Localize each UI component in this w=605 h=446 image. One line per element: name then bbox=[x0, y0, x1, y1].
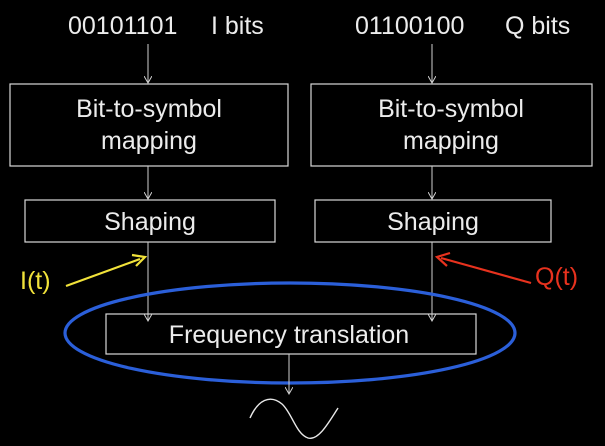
shaping-box-right bbox=[314, 199, 552, 243]
shaping-left-label: Shaping bbox=[104, 208, 196, 236]
mapping-box-right bbox=[310, 83, 593, 167]
mapping-box-left bbox=[9, 83, 289, 167]
i-signal-pointer bbox=[65, 257, 141, 288]
i-bits-value: 00101101 bbox=[68, 12, 177, 40]
frequency-translation-label: Frequency translation bbox=[169, 321, 409, 349]
mapping-right-line1: Bit-to-symbol bbox=[378, 95, 524, 123]
mapping-left-line1: Bit-to-symbol bbox=[76, 95, 222, 123]
i-bits-label: I bits bbox=[211, 12, 264, 40]
frequency-translation-box bbox=[105, 313, 477, 355]
mapping-right-line2: mapping bbox=[403, 127, 499, 155]
q-signal-arrowhead bbox=[434, 251, 451, 267]
q-bits-value: 01100100 bbox=[355, 12, 464, 40]
i-signal-arrowhead bbox=[131, 253, 148, 267]
q-bits-label: Q bits bbox=[505, 12, 570, 40]
shaping-right-label: Shaping bbox=[387, 208, 479, 236]
sine-wave-icon bbox=[249, 398, 339, 439]
shaping-box-left bbox=[24, 199, 276, 243]
mapping-left-line2: mapping bbox=[101, 127, 197, 155]
q-signal-label: Q(t) bbox=[535, 263, 578, 291]
translation-highlight-ellipse bbox=[63, 281, 517, 385]
i-signal-label: I(t) bbox=[20, 267, 51, 295]
q-signal-pointer bbox=[440, 256, 532, 285]
